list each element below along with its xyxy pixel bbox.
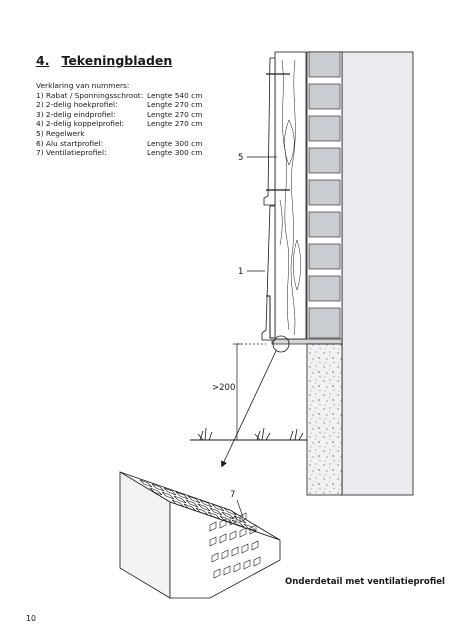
wood-grain: [279, 59, 301, 336]
legend-label: 3) 2-delig eindprofiel:: [36, 109, 116, 119]
legend-row: 7) Ventilatieprofiel: Lengte 300 cm: [36, 148, 202, 158]
callout-7-leader: [236, 499, 244, 518]
legend-length: Lengte 270 cm: [147, 109, 203, 119]
callout-7: 7: [230, 490, 235, 500]
section-heading: 4. Tekeningbladen: [36, 53, 172, 68]
drawing-caption: Onderdetail met ventilatieprofiel: [285, 577, 445, 587]
distance-dimension: [233, 343, 266, 440]
legend-row: 4) 2-delig koppelprofiel: Lengte 270 cm: [36, 119, 202, 129]
section-number: 4.: [36, 53, 50, 68]
legend-row: 3) 2-delig eindprofiel: Lengte 270 cm: [36, 110, 202, 120]
plinth-slab: [271, 338, 343, 345]
legend-intro: Verklaring van nummers:: [36, 81, 130, 90]
legend-label: 7) Ventilatieprofiel:: [36, 148, 107, 158]
legend: Verklaring van nummers: 1) Rabat / Sponn…: [36, 81, 202, 158]
concrete-foundation: [306, 343, 343, 496]
legend-length: Lengte 300 cm: [147, 148, 203, 158]
start-profile: [266, 295, 274, 339]
brick-courses: [308, 51, 341, 339]
cladding-boards: [261, 57, 276, 341]
legend-row: 5) Regelwerk: [36, 129, 202, 139]
legend-length: Lengte 300 cm: [147, 138, 203, 148]
ventilation-profile-3d: [119, 471, 281, 599]
legend-length: Lengte 540 cm: [147, 90, 203, 100]
legend-row: 2) 2-delig hoekprofiel: Lengte 270 cm: [36, 100, 202, 110]
legend-label: 5) Regelwerk: [36, 128, 85, 138]
board-fasteners: [266, 73, 290, 191]
legend-label: 6) Alu startprofiel:: [36, 138, 104, 148]
detail-circle: [272, 335, 290, 353]
callout-1: 1: [238, 267, 243, 277]
timber-batten: [274, 51, 307, 340]
legend-label: 4) 2-delig koppelprofiel:: [36, 119, 125, 129]
detail-arrow: [221, 350, 277, 468]
page-number: 10: [26, 614, 36, 623]
legend-length: Lengte 270 cm: [147, 119, 203, 129]
inner-wall: [341, 51, 414, 496]
legend-label: 2) 2-delig hoekprofiel:: [36, 100, 118, 110]
legend-row: 6) Alu startprofiel: Lengte 300 cm: [36, 139, 202, 149]
grass-tufts: [197, 427, 304, 441]
distance-label: >200: [212, 383, 235, 393]
legend-label: 1) Rabat / Sponningsschroot:: [36, 90, 144, 100]
legend-length: Lengte 270 cm: [147, 100, 203, 110]
legend-row: 1) Rabat / Sponningsschroot:Lengte 540 c…: [36, 91, 202, 101]
callout-5: 5: [238, 153, 243, 163]
section-title: Tekeningbladen: [61, 53, 173, 68]
